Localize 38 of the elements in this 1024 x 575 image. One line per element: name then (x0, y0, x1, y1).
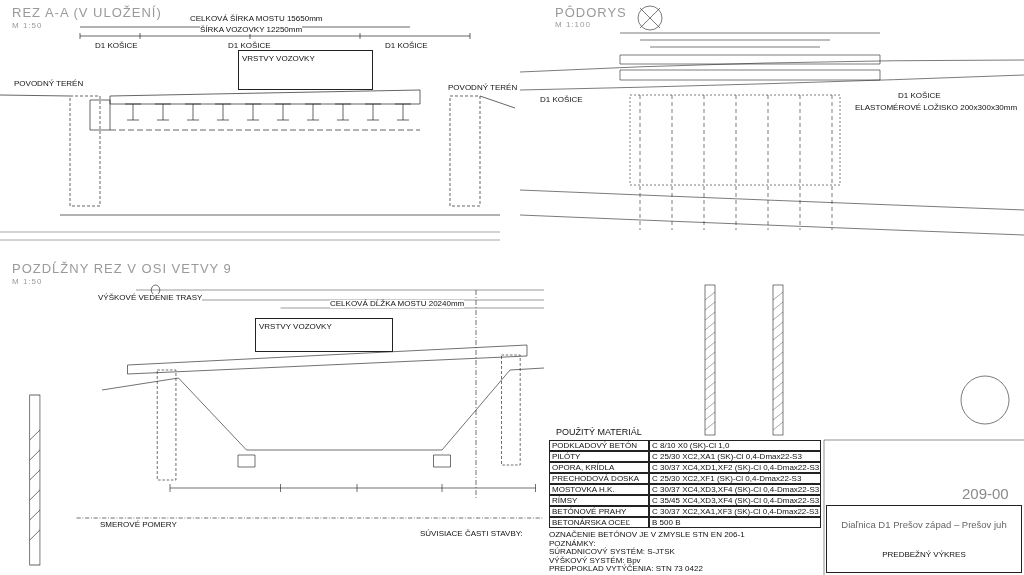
project-title: Diaľnica D1 Prešov západ – Prešov juh (841, 519, 1007, 530)
view-title: POZDĹŽNY REZ V OSI VETVY 9 (12, 262, 232, 275)
table-cell: C 8/10 X0 (SK)-Cl 1,0 (649, 440, 821, 451)
drawing-note: SMEROVÉ POMERY (100, 521, 177, 529)
table-cell: RÍMSY (549, 495, 649, 506)
drawing-note: ŠÍRKA VOZOVKY 12250mm (200, 26, 303, 34)
drawing-note: POVODNÝ TERÉN (448, 84, 518, 92)
view-title: M 1:100 (555, 21, 591, 29)
drawing-note: D1 KOŠICE (898, 92, 941, 100)
drawing-note: CELKOVÁ ŠÍRKA MOSTU 15650mm (190, 15, 323, 23)
drawing-status: PREDBEŽNÝ VÝKRES (882, 550, 966, 559)
drawing-number: 209-00 (962, 485, 1009, 502)
drawing-note: SÚVISIACE ČASTI STAVBY: (420, 530, 523, 538)
drawing-note: ELASTOMÉROVÉ LOŽISKO 200x300x30mm (855, 104, 1018, 112)
note-text: PREDPOKLAD VYTÝČENIA: STN 73 0422 (549, 565, 703, 573)
view-title: M 1:50 (12, 278, 43, 286)
box-heading: VRSTVY VOZOVKY (242, 54, 315, 63)
box-heading: VRSTVY VOZOVKY (259, 322, 332, 331)
note-text: POZNÁMKY: (549, 539, 596, 548)
drawing-note: POUŽITÝ MATERIÁL (556, 428, 642, 437)
title-block (826, 505, 1022, 573)
table-cell: B 500 B (649, 517, 821, 528)
drawing-note: D1 KOŠICE (540, 96, 583, 104)
drawing-note: POVODNÝ TERÉN (14, 80, 84, 88)
table-cell: BETONÁRSKA OCEĽ (549, 517, 649, 528)
legend-box (238, 50, 373, 90)
view-title: M 1:50 (12, 22, 43, 30)
drawing-note: D1 KOŠICE (95, 42, 138, 50)
view-title: REZ A-A (V ULOŽENÍ) (12, 6, 162, 19)
note-text: VÝŠKOVÝ SYSTÉM: Bpv (549, 556, 641, 565)
note-text: OZNAČENIE BETÓNOV JE V ZMYSLE STN EN 206-1 (549, 531, 745, 539)
drawing-note: CELKOVÁ DĹŽKA MOSTU 20240mm (330, 300, 465, 308)
table-cell: PILÓTY (549, 451, 649, 462)
legend-box (255, 318, 393, 352)
drawing-note: D1 KOŠICE (228, 42, 271, 50)
view-title: PÔDORYS (555, 6, 627, 19)
drawing-note: VÝŠKOVÉ VEDENIE TRASY (98, 294, 203, 302)
drawing-note: D1 KOŠICE (385, 42, 428, 50)
